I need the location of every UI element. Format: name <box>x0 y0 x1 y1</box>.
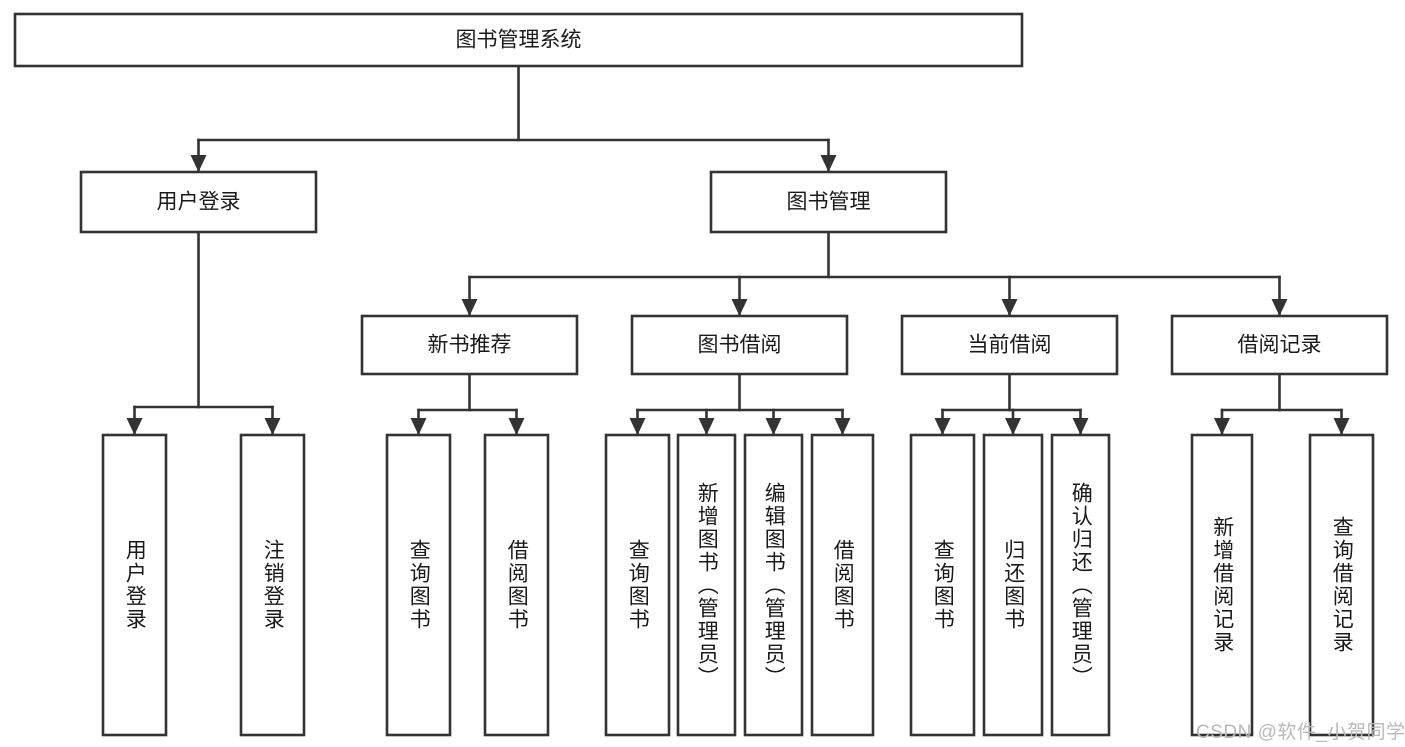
node-label-root: 图书管理系统 <box>456 29 582 52</box>
node-box-book-borrow[interactable] <box>630 314 849 376</box>
arrow-to-leaf-borrow-book-rec <box>508 418 525 435</box>
arrow-to-user-login <box>190 155 207 172</box>
arrow-to-leaf-user-login <box>126 418 143 435</box>
arrow-to-leaf-add-borrow-record <box>1214 418 1230 435</box>
node-boxes-layer <box>13 12 1389 737</box>
node-box-leaf-query-borrow-record[interactable] <box>1308 433 1375 737</box>
arrow-to-leaf-return-book <box>1005 418 1021 435</box>
node-label-current-borrow: 当前借阅 <box>968 334 1052 357</box>
arrow-to-leaf-query-borrow-record <box>1333 418 1350 435</box>
node-label-book-borrow: 图书借阅 <box>698 334 782 357</box>
node-box-leaf-add-borrow-record[interactable] <box>1190 433 1254 737</box>
node-box-leaf-user-logout[interactable] <box>239 433 306 737</box>
node-box-book-management[interactable] <box>709 170 948 234</box>
arrow-to-leaf-add-book <box>698 418 715 435</box>
arrow-to-book-borrow <box>731 299 748 316</box>
node-label-borrow-record: 借阅记录 <box>1238 334 1322 357</box>
connector-links-layer <box>126 64 1350 436</box>
node-box-leaf-user-login[interactable] <box>101 433 168 737</box>
node-box-leaf-borrow-book[interactable] <box>810 433 875 737</box>
arrow-to-new-book-recommend <box>461 299 478 316</box>
arrow-to-leaf-borrow-book <box>834 418 851 435</box>
arrow-to-leaf-user-logout <box>264 418 281 435</box>
node-label-book-management: 图书管理 <box>787 191 871 214</box>
arrow-to-current-borrow <box>1001 299 1018 316</box>
node-box-current-borrow[interactable] <box>900 314 1119 376</box>
node-box-borrow-record[interactable] <box>1170 314 1389 376</box>
node-box-new-book-recommend[interactable] <box>360 314 579 376</box>
node-label-new-book-recommend: 新书推荐 <box>428 334 512 357</box>
arrow-to-book-management <box>820 155 837 172</box>
node-box-leaf-edit-book[interactable] <box>743 433 804 737</box>
node-box-user-login[interactable] <box>79 170 318 234</box>
arrow-to-leaf-query-book-borrow <box>629 418 646 435</box>
arrow-to-borrow-record <box>1271 299 1288 316</box>
node-box-leaf-query-book-borrow[interactable] <box>604 433 671 737</box>
node-label-user-login: 用户登录 <box>157 191 241 214</box>
arrow-to-leaf-query-book-current <box>934 418 951 435</box>
node-box-root[interactable] <box>13 12 1024 68</box>
node-box-leaf-return-book[interactable] <box>982 433 1044 737</box>
arrow-to-leaf-query-book-rec <box>410 418 427 435</box>
node-box-leaf-add-book[interactable] <box>676 433 737 737</box>
arrow-to-leaf-confirm-return <box>1072 418 1089 435</box>
node-box-leaf-confirm-return[interactable] <box>1050 433 1111 737</box>
csdn-watermark: CSDN @软件_小贺同学 <box>1196 722 1405 743</box>
node-box-leaf-query-book-current[interactable] <box>909 433 976 737</box>
arrow-to-leaf-edit-book <box>765 418 782 435</box>
node-box-leaf-borrow-book-rec[interactable] <box>483 433 550 737</box>
node-box-leaf-query-book-rec[interactable] <box>385 433 452 737</box>
